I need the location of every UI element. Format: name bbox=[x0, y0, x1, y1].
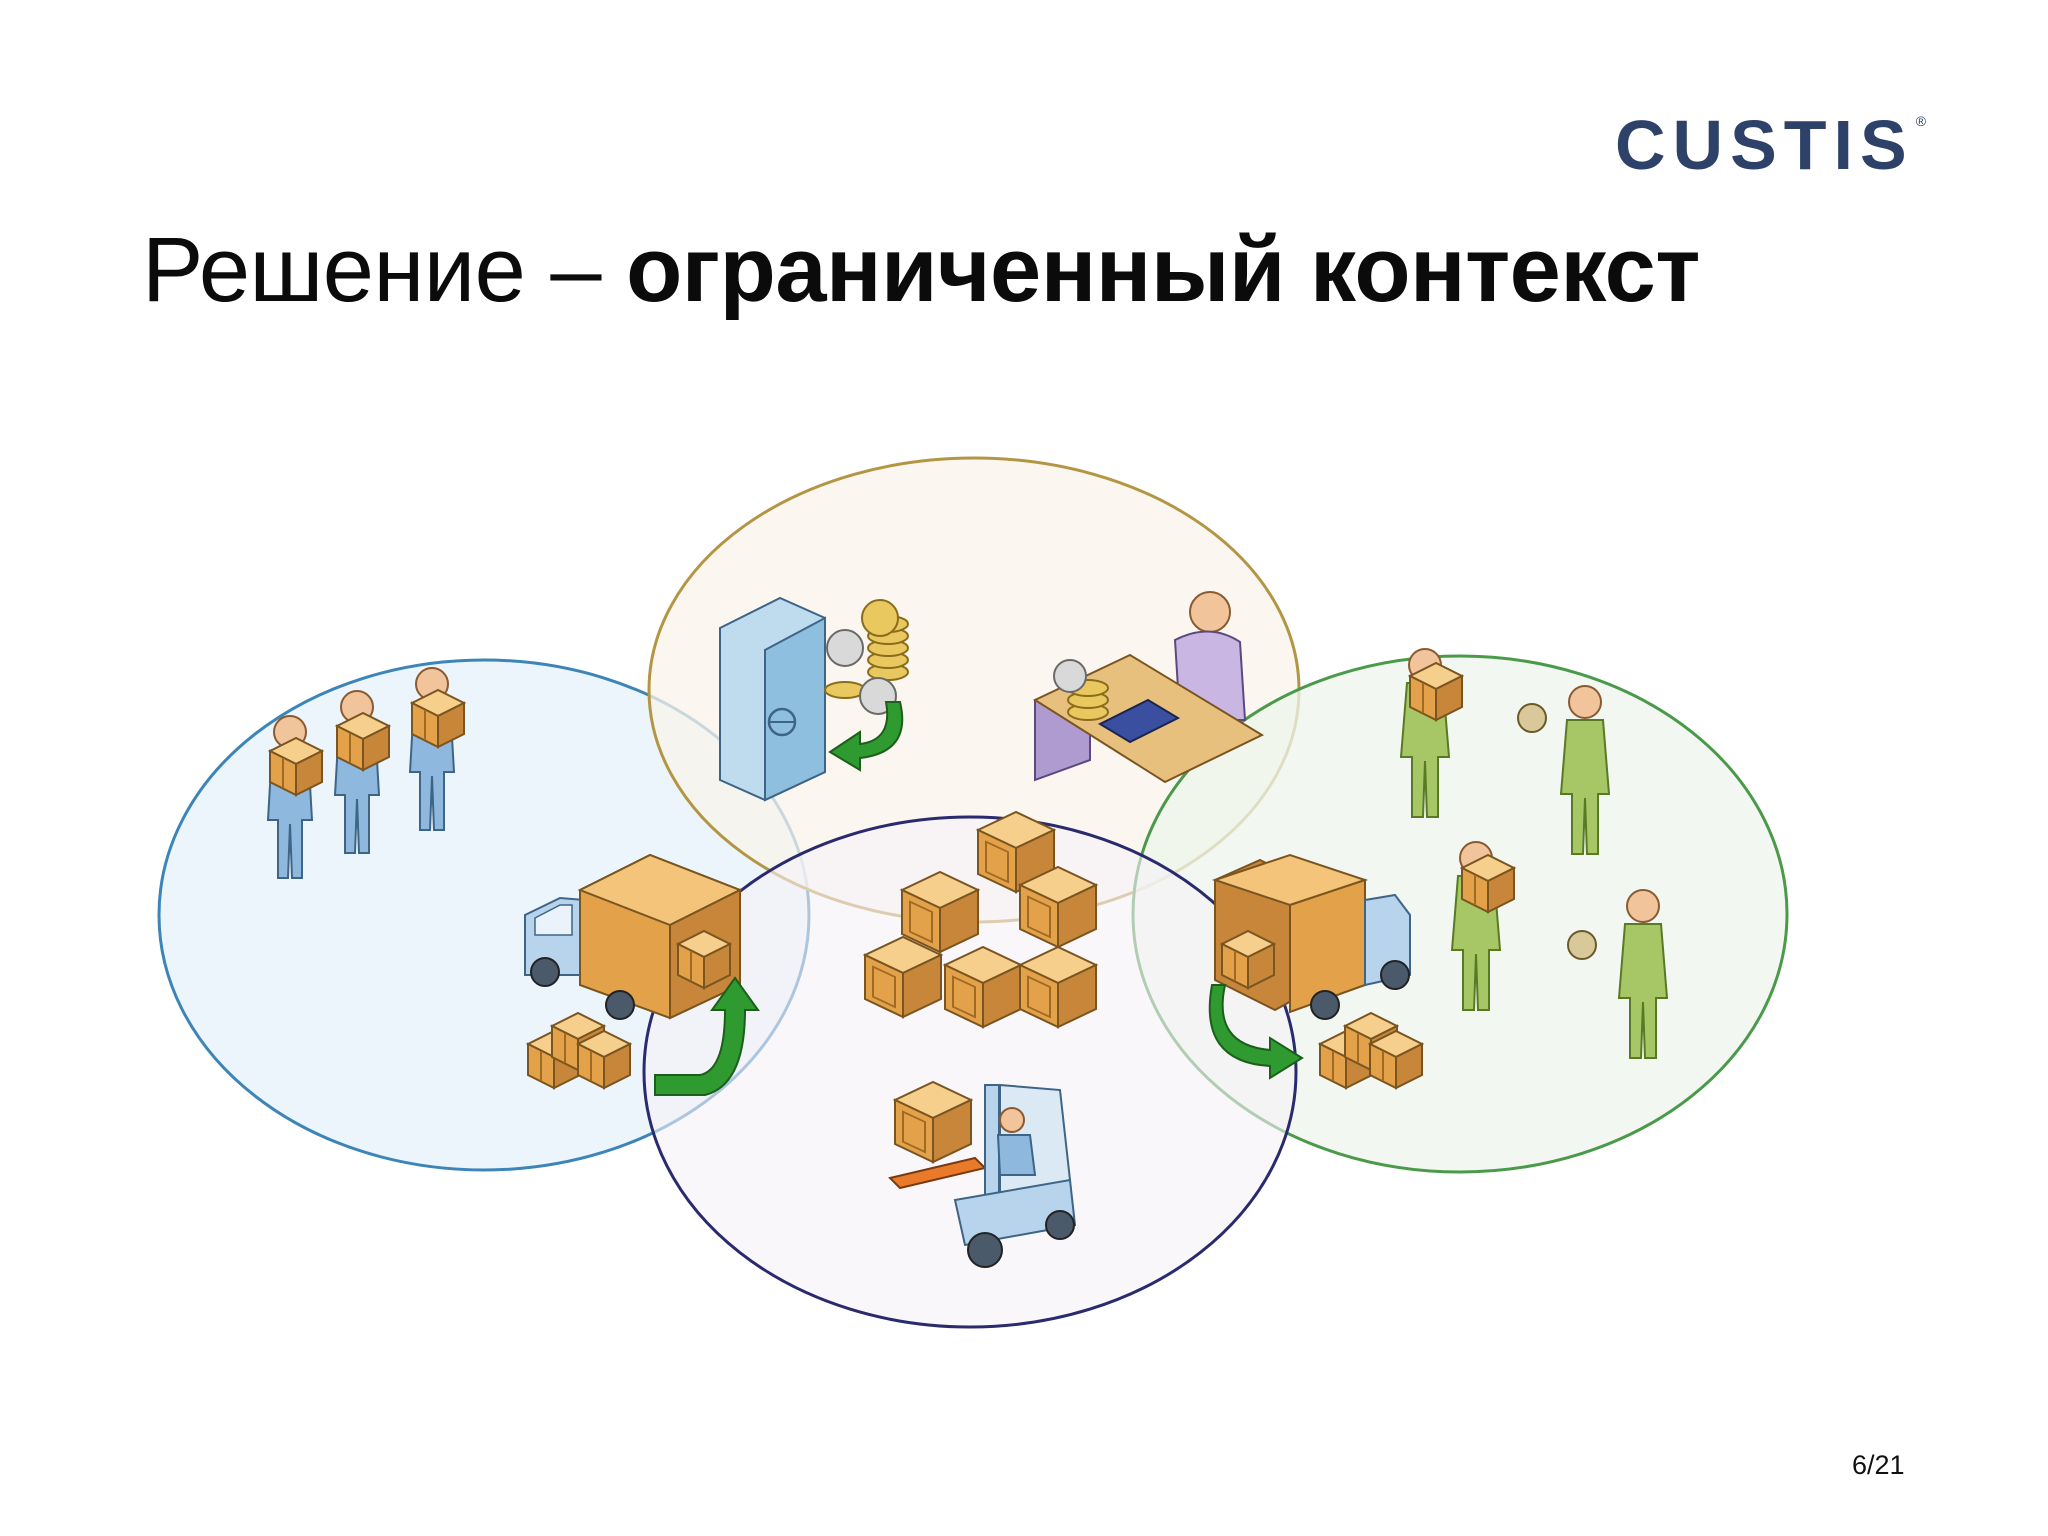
page-number: 6/21 bbox=[1852, 1450, 1905, 1480]
green-arrow-icon bbox=[654, 976, 760, 1096]
green-arrow-icon bbox=[1208, 984, 1304, 1080]
title-regular: Решение – bbox=[142, 219, 627, 321]
slide-title: Решение – ограниченный контекст bbox=[142, 218, 1700, 323]
forklift-icon bbox=[888, 1081, 1077, 1268]
cashier-icon bbox=[1032, 591, 1265, 784]
customers-icon bbox=[1400, 648, 1668, 1059]
coins-icon bbox=[824, 599, 909, 715]
title-bold: ограниченный контекст bbox=[626, 219, 1700, 321]
green-arrow-icon bbox=[828, 701, 904, 772]
delivery-truck-icon bbox=[1211, 853, 1423, 1089]
safe-icon bbox=[719, 596, 826, 802]
bottom-context-circle bbox=[642, 815, 1298, 1329]
delivery-truck-icon bbox=[524, 853, 743, 1089]
custis-logo: CUSTIS® bbox=[1615, 106, 1927, 184]
